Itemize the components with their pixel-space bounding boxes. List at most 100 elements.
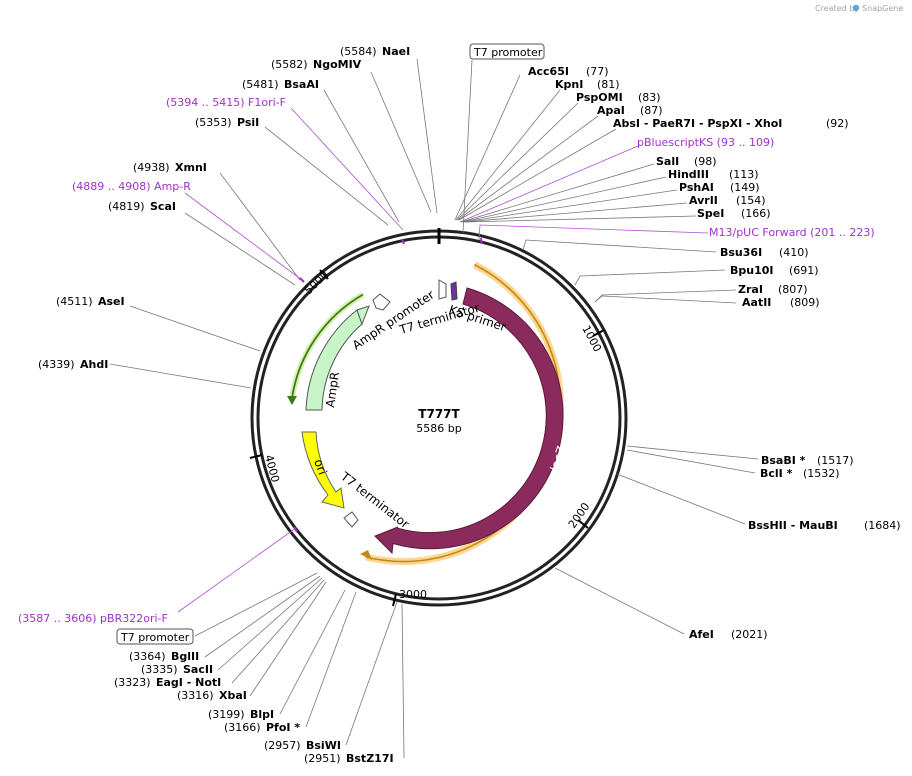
leader-absi <box>458 128 617 221</box>
site-pshai-name: PshAI <box>679 181 714 194</box>
leader-bsabi <box>626 445 759 460</box>
site-aatii-pos: (809) <box>790 296 820 309</box>
site-blpi-pos: (3199) <box>208 708 245 721</box>
site-sacii-name: SacII <box>183 663 213 676</box>
credit-brand: SnapGene <box>862 4 903 13</box>
leader-ampr-primer <box>184 192 303 281</box>
leader-bcli <box>626 449 756 474</box>
site-bsabi-pos: (1517) <box>817 454 854 467</box>
primer-mark-ampr <box>299 277 305 283</box>
site-scal-name: ScaI <box>150 200 176 213</box>
site-sali-name: SalI <box>656 155 679 168</box>
primer-pbr322-label: (3587 .. 3606) pBR322ori-F <box>18 612 168 625</box>
leader-eagi <box>231 579 325 684</box>
leader-blpi <box>279 589 346 715</box>
feature-lacz <box>374 287 564 555</box>
site-pfoi-name: PfoI * <box>266 721 300 734</box>
t7-promoter-bottom-box <box>116 628 194 645</box>
tick-1000 <box>592 329 605 337</box>
tick-3000 <box>392 593 397 607</box>
snapgene-logo-icon <box>852 4 860 12</box>
site-nael-pos: (5584) <box>340 45 377 58</box>
leader-asel <box>129 305 261 352</box>
site-pshai-pos: (149) <box>730 181 760 194</box>
leader-afei <box>554 567 685 635</box>
leader-pfoi <box>305 591 357 728</box>
leader-zrai <box>594 289 737 303</box>
leader-ahdi <box>109 363 252 389</box>
ampr-arc-line <box>291 293 364 399</box>
orf-arrowhead-icon <box>360 550 372 560</box>
site-ahdi-pos: (4339) <box>38 358 75 371</box>
site-pfoi-pos: (3166) <box>224 721 261 734</box>
site-afei-pos: (2021) <box>731 628 768 641</box>
plasmid-length: 5586 bp <box>416 422 461 435</box>
leader-xbai <box>249 581 327 697</box>
leader-pspomi <box>456 102 579 221</box>
site-sali-pos: (98) <box>694 155 717 168</box>
site-bsaai-pos: (5481) <box>242 78 279 91</box>
leader-t7-top <box>462 59 473 234</box>
site-bsiwi-pos: (2957) <box>264 739 301 752</box>
site-xmni-name: XmnI <box>175 161 207 174</box>
leader-spei <box>464 215 697 223</box>
site-bsu36i-name: Bsu36I <box>720 246 762 259</box>
ampr-arc-arrowhead-icon <box>287 396 297 405</box>
feature-ampr <box>305 309 363 411</box>
site-scal-pos: (4819) <box>108 200 145 213</box>
leader-pbr322 <box>177 527 297 613</box>
site-kpni-pos: (81) <box>597 78 620 91</box>
site-ngomiv-pos: (5582) <box>271 58 308 71</box>
t7-promoter-bottom-label: T7 promoter <box>120 631 190 644</box>
feature-ori-label: ori <box>311 457 329 476</box>
primer-f1ori-label: (5394 .. 5415) F1ori-F <box>166 96 286 109</box>
site-bstz17i-name: BstZ17I <box>346 752 394 765</box>
site-blpi-name: BlpI <box>250 708 274 721</box>
site-afei-name: AfeI <box>689 628 714 641</box>
feature-ori <box>301 431 345 509</box>
feature-t7-promoter-top <box>438 279 447 300</box>
site-sacii-pos: (3335) <box>141 663 178 676</box>
leader-sacii <box>217 577 323 671</box>
site-avrii-pos: (154) <box>736 194 766 207</box>
site-pspomi-pos: (83) <box>638 91 661 104</box>
site-acc65i-name: Acc65I <box>528 65 569 78</box>
primer-ampr-label: (4889 .. 4908) Amp-R <box>72 180 191 193</box>
leader-acc65i <box>454 74 521 221</box>
site-pspomi-name: PspOMI <box>576 91 623 104</box>
t7-promoter-top-box <box>469 43 545 60</box>
primer-mark-pbr322 <box>293 526 298 533</box>
leader-nael <box>416 58 438 214</box>
leader-pshai <box>462 189 678 223</box>
leader-lines <box>109 58 759 759</box>
leader-kpni <box>455 89 561 221</box>
site-bsiwi-name: BsiWI <box>306 739 341 752</box>
leader-m13 <box>478 224 709 241</box>
site-asel-name: AseI <box>98 295 125 308</box>
site-bcli-pos: (1532) <box>803 467 840 480</box>
site-bcli-name: BclI * <box>760 467 793 480</box>
primer-pbluescriptks-label: pBluescriptKS (93 .. 109) <box>637 136 774 149</box>
site-bglii-name: BglII <box>171 650 199 663</box>
tick-2000 <box>577 519 589 529</box>
site-psil-name: PsiI <box>237 116 259 129</box>
site-eagi-name: EagI - NotI <box>156 676 221 689</box>
site-acc65i-pos: (77) <box>586 65 609 78</box>
leader-bsaai <box>323 89 400 223</box>
primer-mark-f1ori <box>401 238 405 245</box>
leader-xmni <box>219 172 301 281</box>
leader-bstz17i <box>401 603 405 759</box>
site-bpu10i-name: Bpu10I <box>730 264 774 277</box>
site-xmni-pos: (4938) <box>133 161 170 174</box>
leader-bpu10i <box>574 269 726 286</box>
leader-t7-bottom <box>194 572 318 637</box>
site-ngomiv-name: NgoMIV <box>313 58 362 71</box>
leader-f1ori <box>290 107 404 231</box>
site-bstz17i-pos: (2951) <box>304 752 341 765</box>
site-asel-pos: (4511) <box>56 295 93 308</box>
site-bpu10i-pos: (691) <box>789 264 819 277</box>
site-eagi-pos: (3323) <box>114 676 151 689</box>
leader-scal <box>184 212 296 286</box>
leader-bsiwi <box>345 601 398 746</box>
site-apai-pos: (87) <box>640 104 663 117</box>
